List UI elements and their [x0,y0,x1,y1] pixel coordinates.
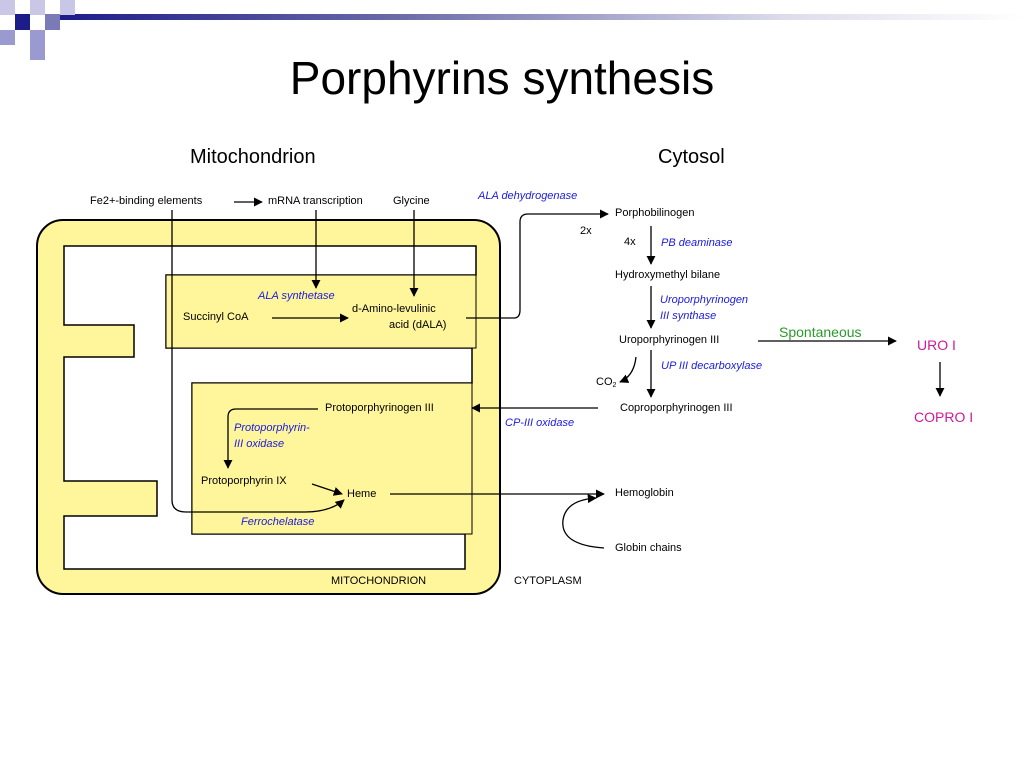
label-stoich-2x: 2x [580,225,592,237]
label-glycine: Glycine [393,195,430,207]
label-uro-i: URO I [917,337,956,353]
enzyme-up-decarboxylase: UP III decarboxylase [661,360,763,372]
enzyme-ala-synthetase: ALA synthetase [258,290,335,302]
matrix-area-lower [191,382,473,535]
enzyme-pb-deaminase: PB deaminase [661,237,733,249]
arrow-globin-to-hemoglobin [562,494,605,549]
enzyme-uroporphyrinogen-synthase-line2: III synthase [660,310,717,322]
arrow-dala-to-pbg [466,209,609,319]
label-cytoplasm: CYTOPLASM [514,575,582,587]
matrix-area [165,274,477,349]
label-protoporphyrinogen-iii: Protoporphyrinogen III [325,402,434,414]
label-porphobilinogen: Porphobilinogen [615,207,695,219]
enzyme-ala-dehydrogenase: ALA dehydrogenase [478,190,578,202]
label-copro-i: COPRO I [914,409,974,425]
label-globin-chains: Globin chains [615,542,682,554]
label-succinyl-coa: Succinyl CoA [183,311,249,323]
label-heme: Heme [347,488,377,500]
label-mrna-transcription: mRNA transcription [268,195,363,207]
label-fe2-binding: Fe2+-binding elements [90,195,203,207]
label-co2: CO2 [596,376,617,390]
label-mitochondrion: MITOCHONDRION [331,575,427,587]
label-spontaneous: Spontaneous [779,324,862,340]
section-label-mitochondrion: Mitochondrion [190,146,316,168]
arrow-decarb-co2 [619,356,637,383]
label-protoporphyrin-ix: Protoporphyrin IX [201,475,287,487]
enzyme-protoporphyrin-oxidase-line2: III oxidase [234,438,285,450]
label-coproporphyrinogen-iii: Coproporphyrinogen III [620,402,733,414]
label-hydroxymethyl-bilane: Hydroxymethyl bilane [615,269,721,281]
label-dala-line1: d-Amino-levulinic [352,303,436,315]
arrow-proto3-to-proto9 [223,408,318,469]
blue-squares-logo-icon [0,0,75,60]
label-dala-line2: acid (dALA) [389,319,447,331]
enzyme-uroporphyrinogen-synthase-line1: Uroporphyrinogen [660,294,749,306]
arrow-fe2-to-heme [171,210,345,513]
header-gradient-bar [0,0,1024,60]
arrow-proto9-to-heme [311,483,343,496]
page-title: Porphyrins synthesis [289,52,715,104]
label-uroporphyrinogen-iii: Uroporphyrinogen III [619,334,720,346]
section-label-cytosol: Cytosol [658,146,725,168]
label-hemoglobin: Hemoglobin [615,487,674,499]
enzyme-protoporphyrin-oxidase-line1: Protoporphyrin- [234,422,310,434]
enzyme-ferrochelatase: Ferrochelatase [241,516,315,528]
enzyme-cp-oxidase: CP-III oxidase [505,417,575,429]
label-stoich-4x: 4x [624,236,636,248]
